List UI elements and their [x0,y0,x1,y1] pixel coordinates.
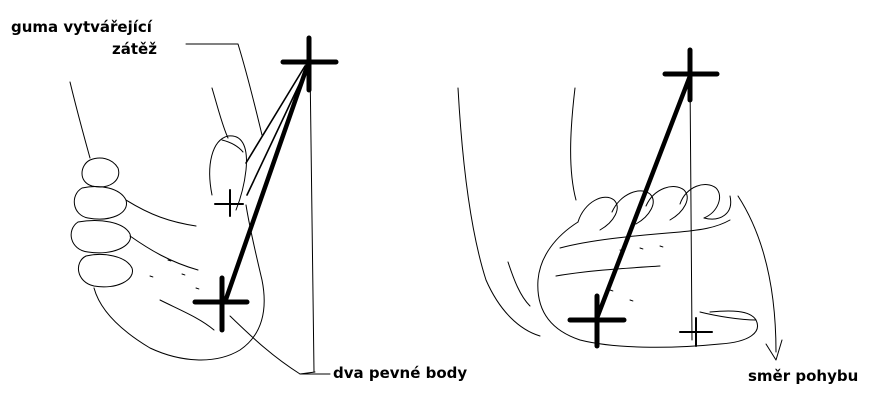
left-finger-1 [82,158,119,187]
left-thumb-cross [215,190,243,216]
fixed-points-leader-2 [300,372,330,374]
left-palm-crease [130,236,198,270]
right-palm-inner-1 [560,220,730,248]
left-palm-inner [126,200,196,226]
right-finger-1 [578,197,617,230]
left-palm-outline [94,205,264,360]
left-finger-3 [71,221,130,253]
left-top-fixed-point-cross [283,38,336,90]
rubber-band-label-line2: zátěž [112,42,157,57]
left-vertical-guide [310,64,314,372]
right-thumb-tip [700,312,756,320]
left-load-axis [225,64,308,302]
left-rubber-band-pointer [186,44,262,135]
fixed-points-leader-1 [230,316,300,374]
right-forearm-inner [571,88,576,200]
right-finger-3 [646,187,687,220]
right-forearm-outline [458,88,540,336]
rubber-band-label-line1: guma vytvářející [11,20,152,35]
right-palm-outline [538,222,758,347]
left-hand-illustration [70,38,336,374]
left-rubber-band-top [246,66,305,163]
right-vertical-guide [690,76,692,340]
left-thumb [210,136,247,210]
right-load-axis [597,76,690,318]
right-palm-inner-2 [556,266,660,276]
right-thumb-cross [680,318,712,346]
left-wrist-dashes [150,260,202,290]
right-wrist-line [508,262,530,306]
right-finger-2 [612,191,653,224]
right-hand-illustration [458,50,782,360]
direction-arrow-head [766,340,782,360]
right-bottom-fixed-point-cross [570,296,624,346]
right-finger-4 [680,185,720,218]
left-finger-4 [78,255,132,287]
direction-label: směr pohybu [748,369,858,384]
left-forearm-outline-right [212,88,228,138]
right-top-fixed-point-cross [665,50,717,100]
left-finger-2 [74,187,126,220]
fixed-points-label: dva pevné body [333,366,467,381]
right-palm-dashes [610,246,666,302]
left-thumb-nail [222,140,243,152]
left-forearm-outline [70,82,90,158]
